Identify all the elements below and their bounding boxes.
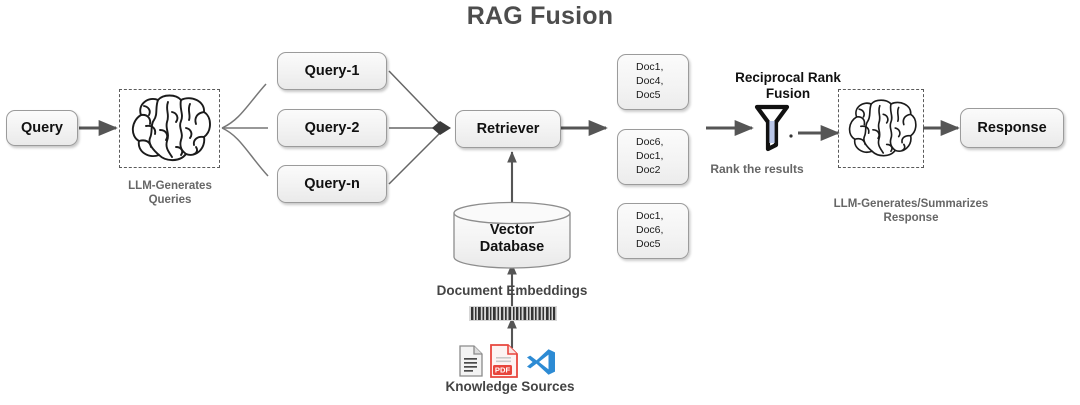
query-box[interactable]: Query xyxy=(6,110,78,146)
llm-queries-line1: LLM-Generates xyxy=(128,180,212,192)
query-n-box[interactable]: Query-n xyxy=(277,165,387,203)
diagram-title: RAG Fusion xyxy=(466,2,614,30)
doc-line: Doc4, xyxy=(636,75,664,88)
vector-database-label: Vector Database xyxy=(452,222,572,256)
doc-line: Doc6, xyxy=(636,224,664,237)
document-embeddings-label: Document Embeddings xyxy=(436,283,588,298)
response-box[interactable]: Response xyxy=(960,108,1064,148)
document-file-icon xyxy=(459,345,483,377)
doc-line: Doc6, xyxy=(636,136,664,149)
reciprocal-rank-fusion-label: Reciprocal Rank Fusion xyxy=(698,70,878,102)
llm-summarize-line1: LLM-Generates/Summarizes xyxy=(833,198,989,210)
doc-line: Doc5 xyxy=(636,237,661,250)
vector-db-line2: Database xyxy=(479,239,545,256)
cylinder-icon xyxy=(453,201,571,269)
funnel-icon xyxy=(754,104,790,152)
barcode-embedding-icon xyxy=(469,306,557,321)
brain-icon xyxy=(131,94,211,162)
brain-icon xyxy=(848,99,917,157)
doc-line: Doc5 xyxy=(636,88,661,101)
pdf-file-icon: PDF xyxy=(490,344,518,378)
llm-queries-line2: Queries xyxy=(148,193,192,206)
retriever-box[interactable]: Retriever xyxy=(455,110,561,148)
llm-response-frame xyxy=(838,89,924,168)
rrf-line2: Fusion xyxy=(765,85,811,101)
rrf-line1: Reciprocal Rank xyxy=(735,70,841,85)
doc-line: Doc1, xyxy=(636,61,664,74)
query-2-box[interactable]: Query-2 xyxy=(277,109,387,147)
doc-line: Doc1, xyxy=(636,150,664,163)
vscode-file-icon xyxy=(527,349,555,375)
result-set-2-box[interactable]: Doc6, Doc1, Doc2 xyxy=(617,129,689,185)
llm-summarize-line2: Response xyxy=(883,211,939,224)
doc-line: Doc2 xyxy=(636,163,661,176)
doc-line: Doc1, xyxy=(636,210,664,223)
query-1-box[interactable]: Query-1 xyxy=(277,52,387,90)
vector-db-line1: Vector xyxy=(489,222,535,238)
result-set-1-box[interactable]: Doc1, Doc4, Doc5 xyxy=(617,54,689,110)
rank-the-results-label: Rank the results xyxy=(710,162,804,176)
pdf-badge-text: PDF xyxy=(495,366,511,375)
llm-summarizes-response-label: LLM-Generates/Summarizes Response xyxy=(786,198,1036,225)
llm-queries-frame xyxy=(119,89,220,168)
result-set-3-box[interactable]: Doc1, Doc6, Doc5 xyxy=(617,203,689,259)
llm-generates-queries-label: LLM-Generates Queries xyxy=(110,180,230,207)
knowledge-sources-label: Knowledge Sources xyxy=(445,379,575,394)
vector-database-node[interactable]: Vector Database xyxy=(452,201,572,269)
